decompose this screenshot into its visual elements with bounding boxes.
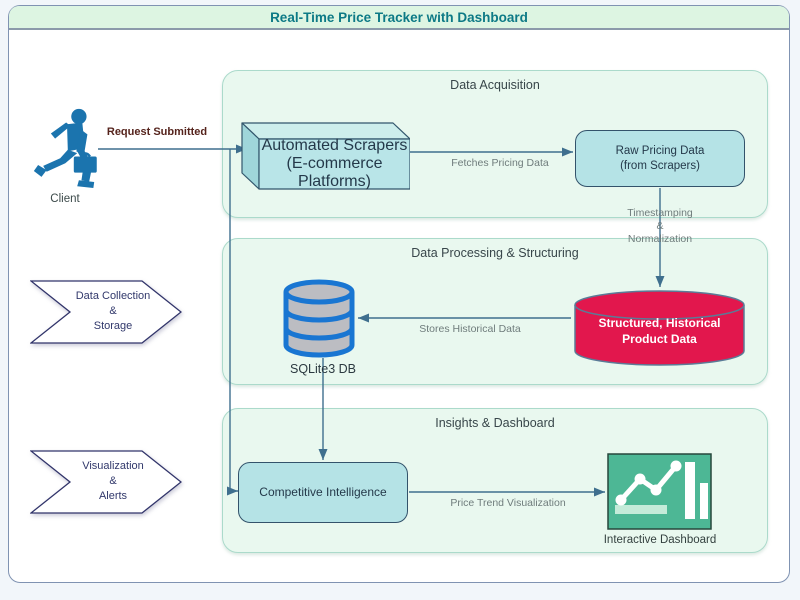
interactive-dashboard-icon xyxy=(607,453,712,530)
edge-label-timestamping: Timestamping & Normalization xyxy=(600,207,720,246)
container-title-acquisition: Data Acquisition xyxy=(450,78,540,92)
node-automated-scrapers xyxy=(241,122,410,190)
container-title-insights: Insights & Dashboard xyxy=(435,416,555,430)
alerts-line3: Alerts xyxy=(98,490,128,502)
dashboard-label: Interactive Dashboard xyxy=(603,534,717,546)
timestamping-line2: & xyxy=(656,220,664,232)
timestamping-line3: Normalization xyxy=(627,233,693,245)
competitive-label: Competitive Intelligence xyxy=(259,485,387,499)
node-automated-scrapers-label: Automated Scrapers (E-commerce Platforms… xyxy=(259,137,410,190)
edge-label-request: Request Submitted xyxy=(106,126,208,138)
sqlite-database-icon xyxy=(283,279,355,358)
chevron-alerts-label: Visualization & Alerts xyxy=(58,459,168,504)
scrapers-line2: (E-commerce Platforms) xyxy=(286,155,383,190)
storage-line2: & xyxy=(109,305,117,317)
storage-line1: Data Collection xyxy=(75,290,151,302)
chevron-data-collection-storage xyxy=(30,280,182,344)
diagram-title: Real-Time Price Tracker with Dashboard xyxy=(270,9,528,25)
storage-line3: Storage xyxy=(93,320,133,332)
node-raw-pricing-data: Raw Pricing Data (from Scrapers) xyxy=(575,130,745,187)
edge-label-stores: Stores Historical Data xyxy=(419,323,521,335)
node-competitive-intelligence: Competitive Intelligence xyxy=(238,462,408,523)
chevron-storage-label: Data Collection & Storage xyxy=(58,289,168,334)
scrapers-line1: Automated Scrapers xyxy=(261,137,408,154)
edge-label-fetches: Fetches Pricing Data xyxy=(451,157,549,169)
timestamping-line1: Timestamping xyxy=(627,207,693,219)
edge-label-trend: Price Trend Visualization xyxy=(450,497,566,509)
raw-line1: Raw Pricing Data xyxy=(615,144,705,157)
node-structured-data-label: Structured, Historical Product Data xyxy=(586,303,733,359)
container-title-processing: Data Processing & Structuring xyxy=(411,246,579,260)
title-bar: Real-Time Price Tracker with Dashboard xyxy=(9,6,789,30)
node-structured-data-cylinder xyxy=(574,290,745,366)
sqlite-label: SQLite3 DB xyxy=(289,362,356,376)
alerts-line1: Visualization xyxy=(82,460,144,472)
alerts-line2: & xyxy=(109,475,117,487)
raw-line2: (from Scrapers) xyxy=(620,159,700,172)
chevron-visualization-alerts xyxy=(30,450,182,514)
client-label: Client xyxy=(50,193,80,205)
client-person-icon xyxy=(33,108,97,188)
structured-line1: Structured, Historical xyxy=(598,316,721,330)
structured-line2: Product Data xyxy=(622,332,697,346)
